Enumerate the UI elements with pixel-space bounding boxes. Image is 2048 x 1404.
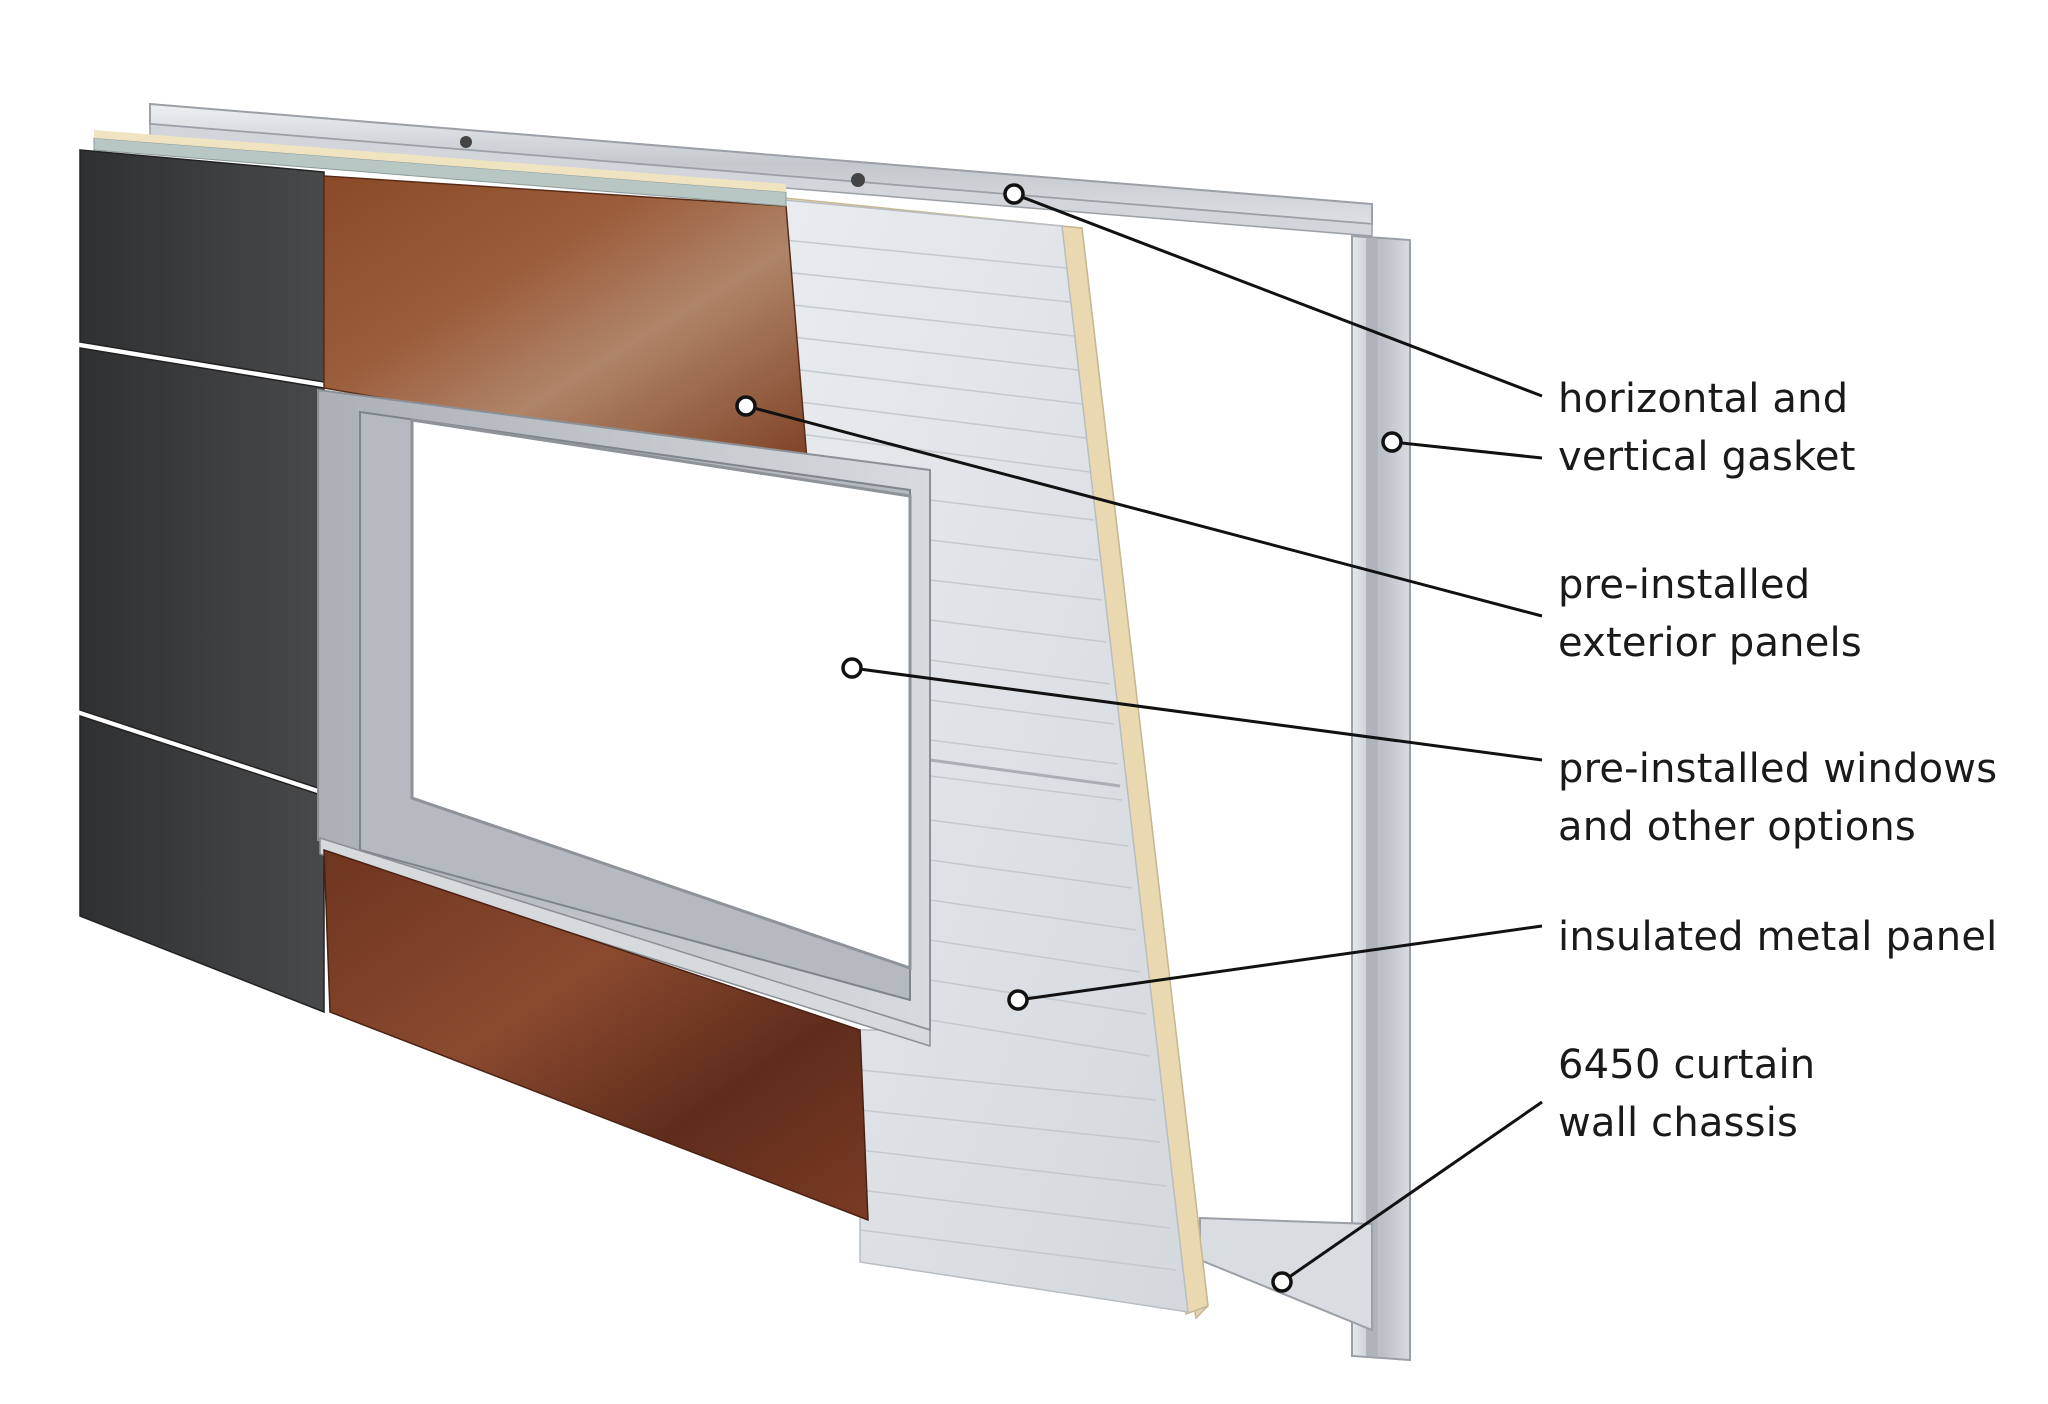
label-line: exterior panels bbox=[1558, 620, 1862, 666]
label-line: pre-installed bbox=[1558, 562, 1811, 608]
chassis-screw-icon bbox=[851, 173, 865, 187]
label-line: pre-installed windows bbox=[1558, 746, 1998, 792]
marker-vertical-gasket bbox=[1381, 431, 1403, 453]
label-imp: insulated metal panel bbox=[1558, 908, 1997, 966]
chassis-right-mullion bbox=[1351, 234, 1411, 1362]
top-edge-strip bbox=[93, 137, 787, 207]
marker-windows bbox=[841, 657, 863, 679]
label-gasket: horizontal and vertical gasket bbox=[1558, 370, 1856, 486]
window-glass bbox=[410, 418, 912, 971]
window-unit bbox=[317, 388, 931, 1048]
label-line: 6450 curtain bbox=[1558, 1042, 1816, 1088]
label-exterior-panels: pre-installed exterior panels bbox=[1558, 556, 1862, 672]
label-line: and other options bbox=[1558, 804, 1916, 850]
weathering-steel-panel-bottom bbox=[323, 848, 869, 1222]
label-line: vertical gasket bbox=[1558, 434, 1856, 480]
label-line: horizontal and bbox=[1558, 376, 1849, 422]
marker-imp bbox=[1007, 989, 1029, 1011]
chassis-right-mullion-inner bbox=[1366, 238, 1378, 1357]
callout-leaders bbox=[745, 192, 1543, 1284]
dark-exterior-panels bbox=[79, 149, 325, 1014]
window-sill bbox=[319, 836, 931, 1048]
marker-horizontal-gasket bbox=[1003, 183, 1025, 205]
label-line: wall chassis bbox=[1558, 1100, 1799, 1146]
insulated-metal-panel bbox=[783, 199, 1189, 1313]
marker-exterior-panels bbox=[735, 395, 757, 417]
label-chassis: 6450 curtain wall chassis bbox=[1558, 1036, 1815, 1152]
label-line: insulated metal panel bbox=[1558, 914, 1998, 960]
curtain-wall-chassis bbox=[149, 102, 1411, 1362]
label-windows: pre-installed windows and other options bbox=[1558, 740, 1997, 856]
top-foam-strip bbox=[94, 130, 786, 192]
marker-chassis bbox=[1271, 1271, 1293, 1293]
chassis-top-rail-lip bbox=[149, 123, 1373, 237]
callout-markers bbox=[735, 183, 1403, 1293]
chassis-screw-icon bbox=[460, 136, 472, 148]
